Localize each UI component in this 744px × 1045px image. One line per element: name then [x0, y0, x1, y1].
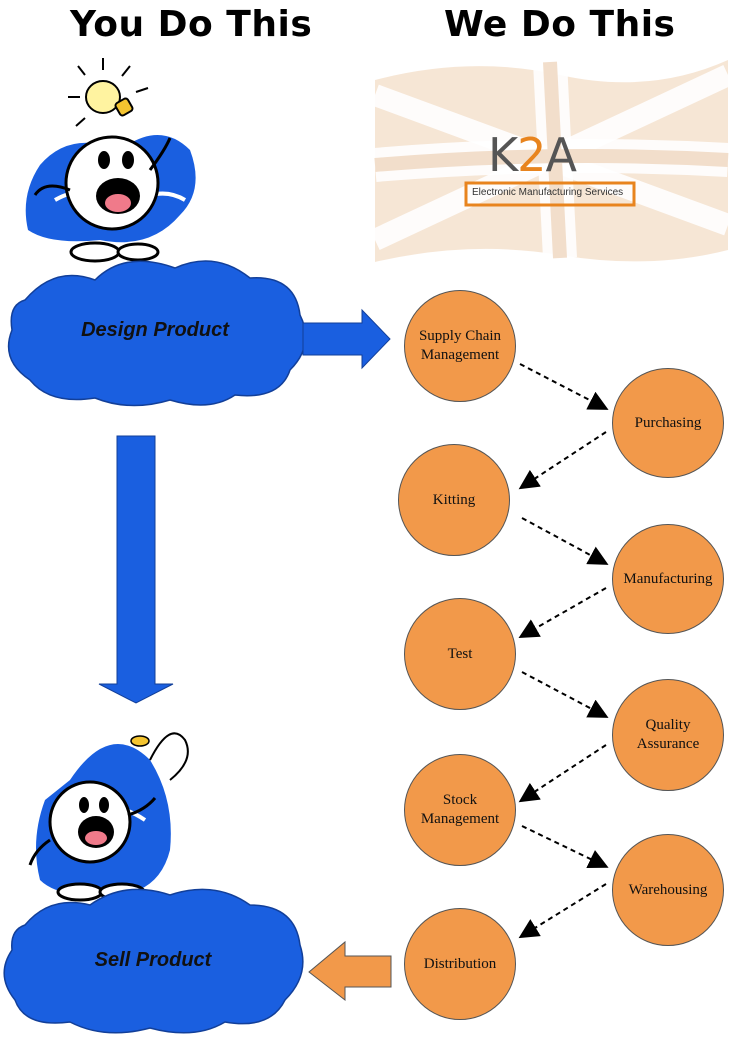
step-manufacturing: Manufacturing [612, 524, 724, 634]
arrow-design-to-services [302, 308, 391, 370]
step-warehousing: Warehousing [612, 834, 724, 946]
logo-tagline: Electronic Manufacturing Services [472, 187, 624, 198]
step-label: Purchasing [634, 414, 702, 431]
step-label: Test [447, 645, 473, 662]
sell-character-illustration [28, 732, 189, 902]
step-purchasing: Purchasing [612, 368, 724, 478]
step-test: Test [404, 598, 516, 710]
step-distribution: Distribution [404, 908, 516, 1020]
logo-letter-a: A [545, 128, 576, 182]
logo-digit-2: 2 [517, 128, 546, 182]
sell-product-cloud [3, 888, 304, 1034]
we-do-this-heading: We Do This [444, 4, 676, 45]
arrow-distribution-to-sell [308, 940, 392, 1002]
logo-frame [464, 181, 636, 207]
step-quality-assurance: Quality Assurance [612, 679, 724, 791]
you-do-this-heading: You Do This [70, 4, 313, 45]
process-connectors [518, 363, 609, 939]
step-kitting: Kitting [398, 444, 510, 556]
logo-letter-k: K [488, 128, 518, 182]
step-stock-management: Stock Management [404, 754, 516, 866]
step-label: Quality Assurance [636, 717, 700, 752]
step-label: Stock Management [420, 792, 500, 827]
design-product-label: Design Product [81, 319, 229, 341]
step-label: Supply Chain Management [418, 328, 502, 363]
idea-character-illustration [25, 58, 196, 263]
sell-product-label: Sell Product [94, 949, 212, 971]
step-supply-chain-management: Supply Chain Management [404, 290, 516, 402]
arrow-design-to-sell [98, 435, 174, 704]
design-product-cloud [7, 260, 307, 407]
step-label: Warehousing [628, 881, 708, 898]
step-label: Kitting [432, 491, 476, 508]
step-label: Manufacturing [623, 570, 713, 587]
step-label: Distribution [423, 955, 497, 972]
k2a-logo: K2A [488, 128, 577, 182]
flag-background [370, 60, 733, 262]
